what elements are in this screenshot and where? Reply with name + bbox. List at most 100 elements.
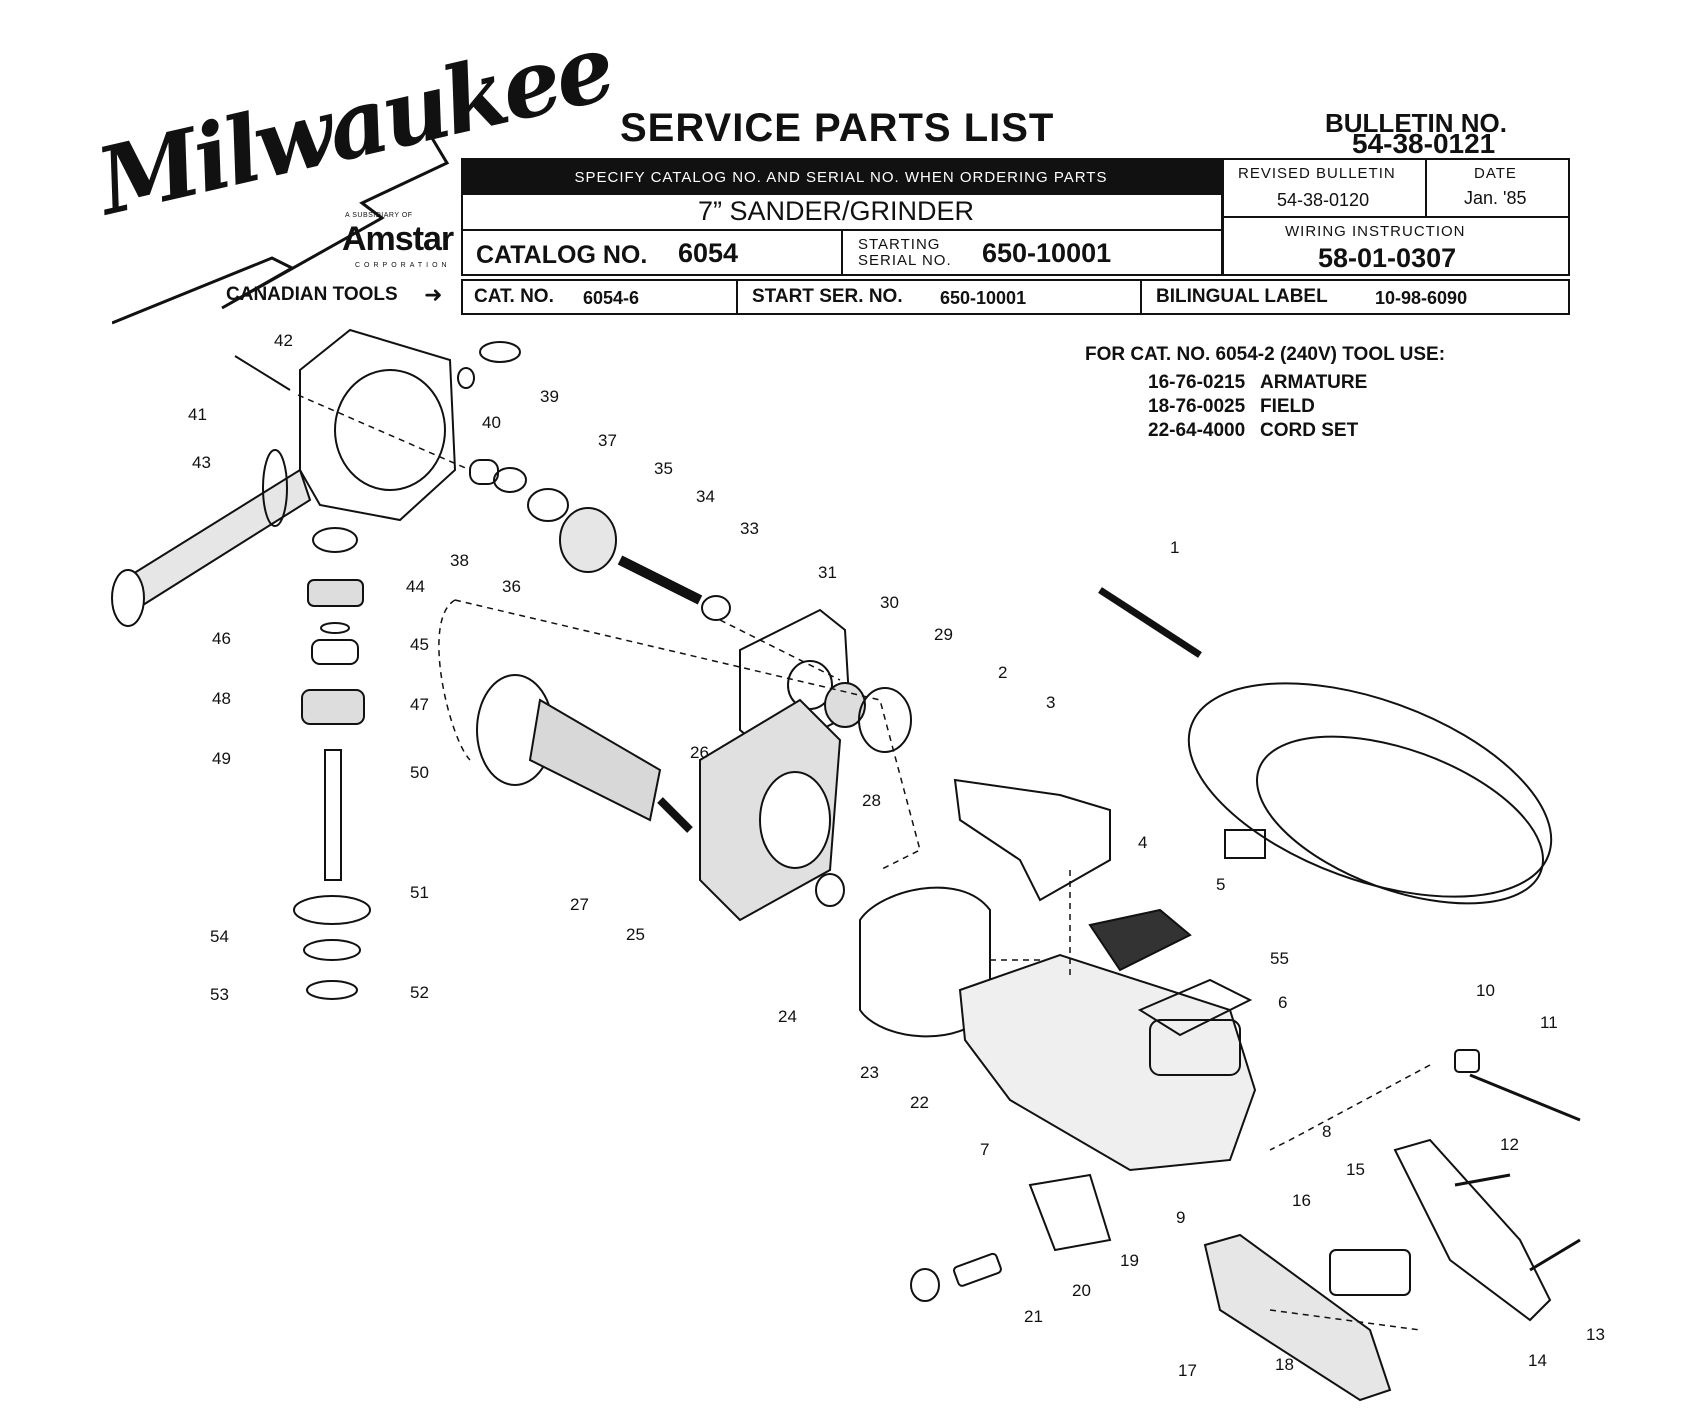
divider: [1222, 216, 1570, 218]
part-label: 25: [626, 925, 645, 944]
part-label: 45: [410, 635, 429, 654]
serial-label: SERIAL NO.: [858, 252, 952, 269]
handle-17-part: [1203, 1233, 1392, 1402]
part-label: 18: [1275, 1355, 1294, 1374]
guide-line: [1269, 1309, 1421, 1331]
washer-54-part: [303, 939, 361, 961]
part-label: 31: [818, 563, 837, 582]
note-desc-1: ARMATURE: [1260, 372, 1368, 393]
part-label: 46: [212, 629, 231, 648]
part-labels: 1 2 3 4 5 55 6 7 8 9 10 11 12 13 14 15 1…: [188, 331, 1605, 1380]
subsidiary-label: A SUBSIDIARY OF: [345, 212, 413, 219]
divider: [1425, 158, 1427, 217]
part-label: 22: [910, 1093, 929, 1112]
note-part-3: 22-64-4000: [1148, 420, 1246, 441]
part-label: 1: [1170, 538, 1179, 557]
bearing-33-part: [701, 595, 731, 621]
shaft-34-part: [617, 555, 703, 605]
can-cat-label: CAT. NO.: [474, 286, 554, 307]
body-7-part: [958, 953, 1257, 1172]
holder-19-part: [1028, 1173, 1112, 1252]
armature-shaft: [657, 797, 693, 833]
canadian-table: [461, 279, 1570, 315]
bearing-45-part: [307, 579, 364, 607]
parent-sub: CORPORATION: [355, 262, 451, 269]
milwaukee-logo: Milwaukee A SUBSIDIARY OF Amstar CORPORA…: [88, 13, 621, 328]
part-label: 37: [598, 431, 617, 450]
bearing-24-part: [815, 873, 845, 907]
part-label: 16: [1292, 1191, 1311, 1210]
screw-42-part: [234, 355, 291, 391]
lock-47-part: [311, 639, 359, 665]
part-label: 11: [1540, 1013, 1558, 1032]
bilingual-number: 10-98-6090: [1375, 288, 1468, 308]
spindle-49-part: [324, 749, 342, 881]
part-label: 43: [192, 453, 211, 472]
part-label: 39: [540, 387, 559, 406]
part-label: 38: [450, 551, 469, 570]
armature-27-part: [528, 698, 662, 822]
arrow-icon: ➜: [424, 282, 443, 307]
part-label: 48: [212, 689, 231, 708]
handle-14-part: [1393, 1138, 1552, 1322]
screw-13-part: [1529, 1238, 1581, 1272]
cord-loop-part: [1256, 735, 1544, 905]
field-bore: [759, 771, 831, 869]
handle-end-part: [111, 569, 145, 627]
flange-51-part: [293, 895, 371, 925]
canadian-label: CANADIAN TOOLS: [226, 284, 398, 305]
catalog-label: CATALOG NO.: [476, 241, 648, 269]
part-label: 53: [210, 985, 229, 1004]
can-start-label: START SER. NO.: [752, 286, 903, 307]
part-label: 14: [1528, 1351, 1547, 1370]
part-label: 17: [1178, 1361, 1197, 1380]
spring-36-part: [527, 488, 569, 522]
part-label: 49: [212, 749, 231, 768]
wiring-number: 58-01-0307: [1318, 243, 1457, 273]
starting-serial: 650-10001: [982, 238, 1112, 268]
divider: [1140, 279, 1142, 315]
part-label: 40: [482, 413, 501, 432]
part-label: 47: [410, 695, 429, 714]
guide-line: [1269, 1064, 1431, 1151]
revised-label: REVISED BULLETIN: [1238, 165, 1396, 182]
part-label: 33: [740, 519, 759, 538]
part-label: 23: [860, 1063, 879, 1082]
washer-53-part: [306, 980, 358, 1000]
part-label: 52: [410, 983, 429, 1002]
gear-35-part: [559, 507, 617, 573]
part-label: 15: [1346, 1160, 1365, 1179]
vent-part: [1149, 1019, 1241, 1076]
date-value: Jan. '85: [1464, 188, 1527, 208]
bulletin-number: 54-38-0121: [1352, 128, 1496, 159]
handle-flange-part: [262, 449, 288, 527]
plug-part: [1224, 829, 1266, 859]
cord-loop-part: [1187, 682, 1553, 898]
washer-40-part: [457, 367, 475, 389]
part-label: 7: [980, 1140, 989, 1159]
part-label: 5: [1216, 875, 1225, 894]
can-start-number: 650-10001: [940, 288, 1027, 308]
note-desc-3: CORD SET: [1260, 420, 1359, 441]
note-desc-2: FIELD: [1260, 396, 1315, 417]
gear-case-part: [299, 328, 457, 522]
divider: [736, 279, 738, 315]
cap-21-part: [910, 1268, 940, 1302]
screw-11-part: [1469, 1073, 1581, 1122]
gear-44-part: [312, 527, 358, 553]
nut-10-part: [1454, 1049, 1480, 1073]
gear-case-bore: [334, 369, 446, 491]
gear-37-part: [493, 467, 527, 493]
plate-29-part: [858, 687, 912, 753]
divider: [841, 231, 843, 276]
switch-16-part: [1329, 1249, 1411, 1296]
part-label: 12: [1500, 1135, 1519, 1154]
part-label: 26: [690, 743, 709, 762]
note-heading: FOR CAT. NO. 6054-2 (240V) TOOL USE:: [1085, 344, 1446, 365]
part-label: 44: [406, 577, 425, 596]
page-title: SERVICE PARTS LIST: [620, 106, 1055, 150]
part-label: 9: [1176, 1208, 1185, 1227]
part-label: 20: [1072, 1281, 1091, 1300]
wiring-label: WIRING INSTRUCTION: [1285, 223, 1466, 240]
